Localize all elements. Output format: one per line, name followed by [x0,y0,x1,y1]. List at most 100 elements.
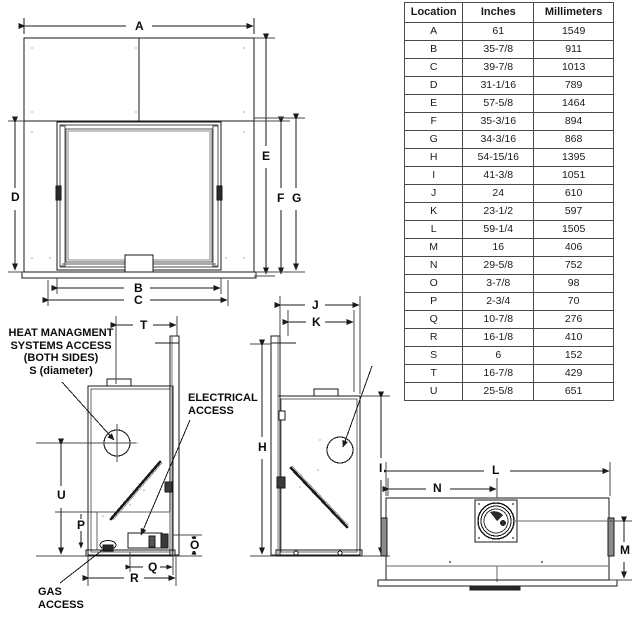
cell-location: T [403,364,464,383]
cell-millimeters: 1395 [533,148,614,167]
cell-location: P [403,292,464,311]
cell-millimeters: 610 [533,184,614,203]
cell-millimeters: 894 [533,112,614,131]
heat-note-line-3: (BOTH SIDES) [23,352,99,364]
cell-millimeters: 1549 [533,22,614,41]
cell-location: F [403,112,464,131]
cell-location: I [403,166,464,185]
cell-inches: 41-3/8 [462,166,535,185]
cell-location: G [403,130,464,149]
dimension-label-O: O [188,538,202,552]
cell-inches: 35-7/8 [462,40,535,59]
cell-millimeters: 651 [533,382,614,401]
cell-inches: 57-5/8 [462,94,535,113]
cell-inches: 35-3/16 [462,112,535,131]
cell-millimeters: 911 [533,40,614,59]
heat-management-access-note: HEAT MANAGMENT SYSTEMS ACCESS (BOTH SIDE… [2,327,120,377]
cell-millimeters: 98 [533,274,614,293]
cell-inches: 10-7/8 [462,310,535,329]
cell-location: A [403,22,464,41]
dimension-label-A: A [133,19,146,33]
cell-inches: 16-7/8 [462,364,535,383]
heat-note-line-1: HEAT MANAGMENT [8,327,114,339]
cell-inches: 39-7/8 [462,58,535,77]
cell-location: R [403,328,464,347]
cell-location: Q [403,310,464,329]
cell-location: J [403,184,464,203]
cell-inches: 59-1/4 [462,220,535,239]
cell-millimeters: 429 [533,364,614,383]
cell-inches: 16 [462,238,535,257]
gas-access-note: GAS ACCESS [38,586,84,611]
heat-note-line-2: SYSTEMS ACCESS [10,339,112,352]
dimension-label-N: N [431,481,444,495]
cell-location: C [403,58,464,77]
cell-location: L [403,220,464,239]
cell-inches: 23-1/2 [462,202,535,221]
cell-millimeters: 752 [533,256,614,275]
front-elevation-dimensions [8,18,305,306]
cell-location: E [403,94,464,113]
cell-inches: 34-3/16 [462,130,535,149]
dimension-label-C: C [132,293,145,307]
table-header-row: Location Inches Millimeters [403,2,614,23]
cell-millimeters: 276 [533,310,614,329]
gas-note-line-1: GAS [38,586,62,598]
cell-millimeters: 70 [533,292,614,311]
cell-location: H [403,148,464,167]
callout-leaders [59,381,191,584]
dimension-label-B: B [132,281,145,295]
cell-millimeters: 406 [533,238,614,257]
dimension-label-E: E [260,149,273,163]
top-plan-geometry [377,497,618,591]
dimension-label-U: U [55,488,68,502]
header-inches: Inches [462,2,535,23]
dimension-label-G: G [290,191,304,205]
cell-millimeters: 789 [533,76,614,95]
cell-millimeters: 152 [533,346,614,365]
electrical-access-note: ELECTRICAL ACCESS [188,392,258,417]
cell-inches: 29-5/8 [462,256,535,275]
cell-location: S [403,346,464,365]
dimension-label-P: P [75,518,88,532]
dimension-label-T: T [138,318,150,332]
dimension-label-L: L [490,463,502,477]
cell-location: D [403,76,464,95]
heat-note-line-4: S (diameter) [29,364,93,377]
dimension-label-K: K [310,315,323,329]
gas-note-line-2: ACCESS [38,598,84,611]
electrical-note-line-2: ACCESS [188,404,234,417]
cell-millimeters: 1505 [533,220,614,239]
right-side-elevation-dimensions [250,296,390,557]
cell-inches: 25-5/8 [462,382,535,401]
cell-inches: 6 [462,346,535,365]
dimension-label-J: J [310,298,321,312]
left-side-elevation-dimensions [36,316,202,586]
cell-location: B [403,40,464,59]
cell-millimeters: 410 [533,328,614,347]
cell-inches: 2-3/4 [462,292,535,311]
cell-location: U [403,382,464,401]
